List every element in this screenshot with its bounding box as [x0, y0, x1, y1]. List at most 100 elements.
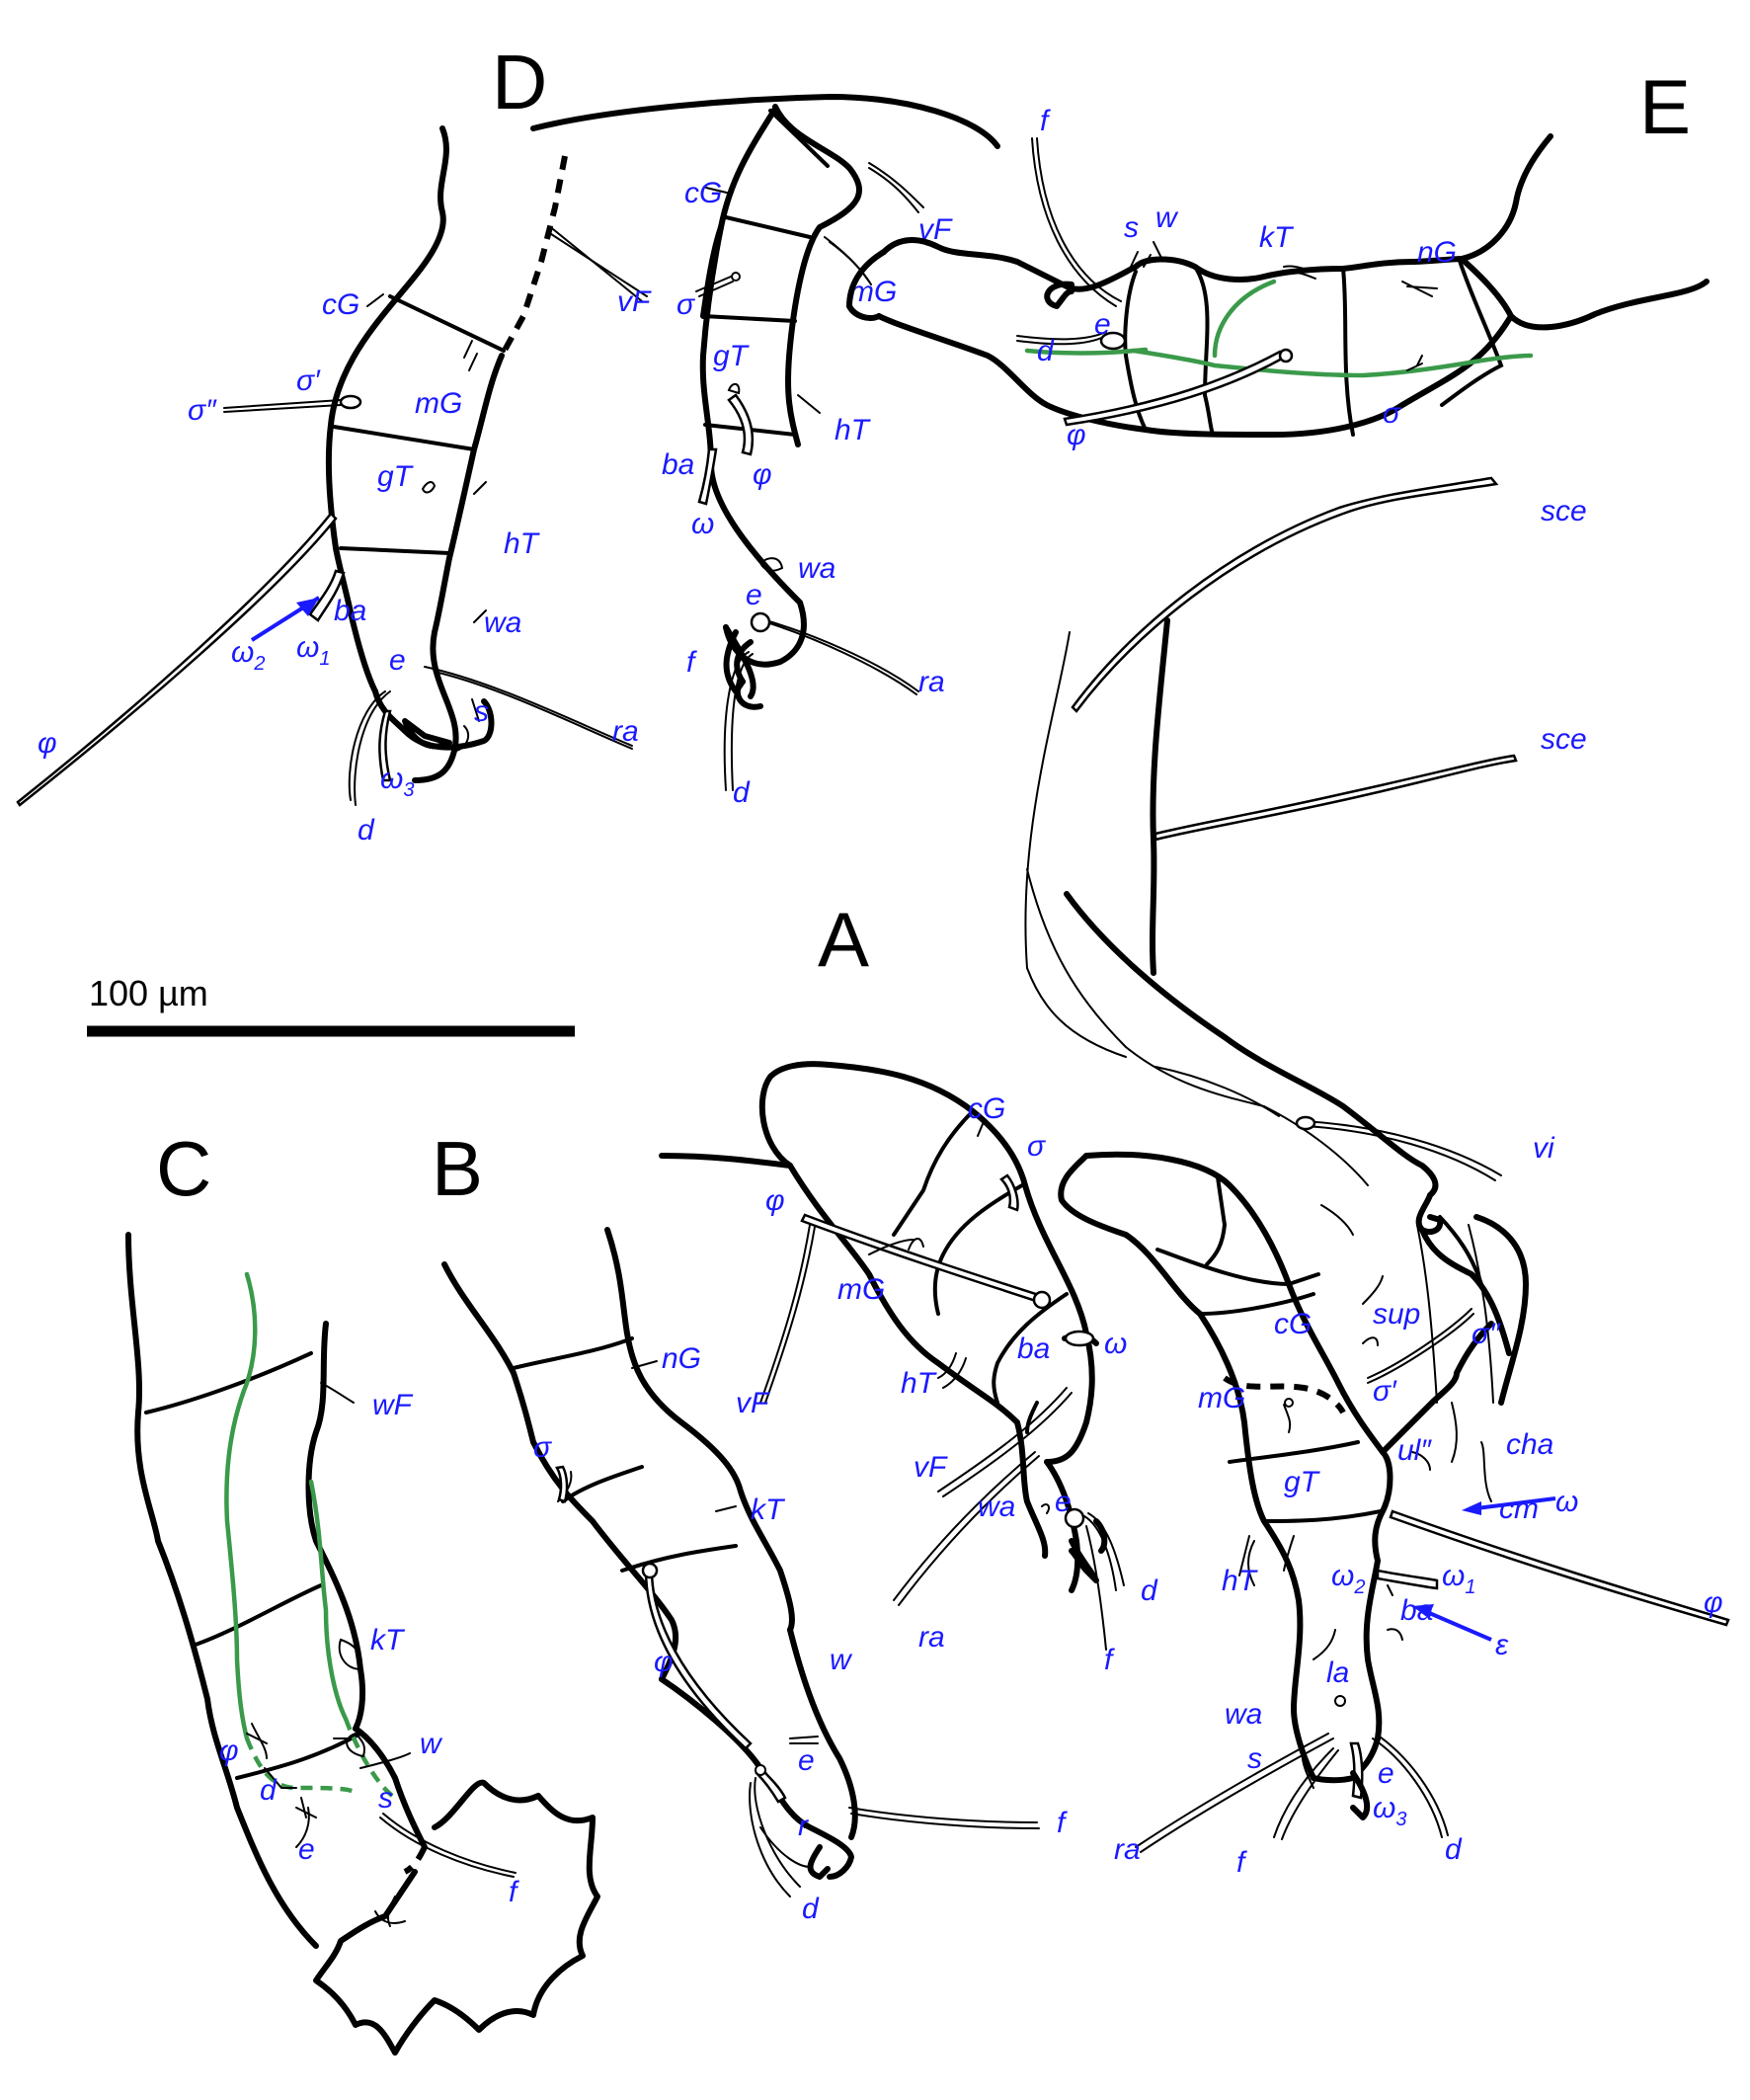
label-a2-gt: gT: [1284, 1466, 1321, 1498]
label-a1-ht: hT: [901, 1367, 938, 1400]
label-d2-sigma: σ: [676, 288, 696, 321]
label-d2-ht: hT: [835, 414, 872, 446]
panel-a-leg-1: [659, 1061, 1125, 1651]
label-a2-wa: wa: [1225, 1698, 1262, 1731]
label-a2-epsilon: ε: [1495, 1629, 1509, 1661]
panel-c-leg: [125, 1232, 600, 2056]
scale-bar: 100 µm: [87, 973, 575, 1037]
label-d2-wa: wa: [798, 552, 835, 585]
label-d-omega3: ω3: [380, 763, 415, 801]
label-d-gt: gT: [377, 460, 415, 493]
label-a1-ra: ra: [918, 1621, 945, 1654]
label-e-phi: φ: [1067, 419, 1086, 451]
panel-label-e: E: [1639, 63, 1691, 150]
label-a1-mg: mG: [837, 1273, 885, 1306]
label-d-ba: ba: [334, 595, 366, 627]
label-b-e: e: [798, 1744, 815, 1777]
label-a1-vf1: vF: [736, 1387, 770, 1419]
panel-b-labels: nG σ kT φ w e f r d: [533, 1342, 1068, 1925]
label-b-f: f: [1057, 1807, 1068, 1839]
label-c-w: w: [420, 1728, 443, 1760]
label-d2-ra: ra: [918, 666, 945, 698]
label-a1-omega: ω: [1104, 1328, 1127, 1360]
label-a1-f: f: [1104, 1644, 1115, 1676]
panel-d-labels: cG σ′ σ″ mG gT hT ba wa ω2 ω1 e s ω3 φ d…: [38, 285, 652, 847]
label-d-omega2: ω2: [231, 636, 266, 675]
label-e-e: e: [1094, 308, 1111, 341]
label-d2-ba: ba: [662, 448, 694, 481]
label-a2-cg: cG: [1274, 1308, 1312, 1340]
panel-e-labels: f s w kT nG e d σ φ: [1037, 105, 1457, 451]
label-d2-cg: cG: [684, 177, 722, 209]
panel-b-leg: [441, 1227, 1040, 1898]
label-a2-cha: cha: [1506, 1428, 1553, 1461]
scale-bar-label: 100 µm: [89, 973, 208, 1013]
label-a1-cg: cG: [968, 1092, 1005, 1125]
label-a2-ul: ul″: [1397, 1434, 1432, 1467]
panel-a-body-labels: sce sce vi: [1533, 495, 1587, 1165]
label-a2-sigma1: σ′: [1373, 1375, 1397, 1408]
panel-label-a: A: [818, 896, 869, 983]
label-a2-omega1: ω1: [1442, 1560, 1476, 1598]
label-d-s: s: [474, 695, 489, 728]
label-d-mg: mG: [415, 387, 462, 420]
label-d-wa: wa: [484, 606, 521, 639]
label-d-phi: φ: [38, 727, 57, 760]
panel-d-leg-right: [530, 94, 1000, 791]
label-a2-la: la: [1326, 1656, 1349, 1689]
panel-a-body: [1024, 476, 1518, 1356]
label-a1-sigma: σ: [1027, 1130, 1047, 1163]
label-a2-sup: sup: [1373, 1298, 1420, 1331]
panel-d-leg-left: [16, 125, 648, 807]
label-c-s: s: [378, 1782, 393, 1815]
panel-a-leg-2: [1058, 1151, 1730, 1853]
panel-a-leg-2-labels: cG sup σ″ σ′ mG ul″ cha cm ω gT φ hT ω2 …: [1114, 1298, 1723, 1879]
label-a1-ba: ba: [1017, 1333, 1050, 1365]
label-b-sigma: σ: [533, 1431, 553, 1464]
label-c-phi: φ: [219, 1735, 239, 1767]
label-c-f: f: [509, 1876, 519, 1908]
label-d-sigma2: σ″: [188, 394, 217, 427]
label-c-wf: wF: [372, 1389, 414, 1421]
label-a2-omega3: ω3: [1373, 1792, 1407, 1830]
label-a2-cm: cm: [1499, 1493, 1539, 1525]
label-b-phi: φ: [654, 1646, 674, 1678]
label-sce-1: sce: [1541, 495, 1587, 527]
label-d-ht: hT: [504, 527, 541, 560]
label-a2-omega: ω: [1555, 1486, 1578, 1518]
panel-c-labels: wF kT φ w d s e f: [219, 1389, 519, 1908]
panel-a-leg-1-labels: cG σ φ mG hT ba ω vF vF wa e ra d f: [736, 1092, 1158, 1676]
label-e-ng: nG: [1417, 236, 1457, 269]
label-a1-vf2: vF: [914, 1451, 948, 1484]
label-e-s: s: [1124, 211, 1139, 244]
panel-label-d: D: [492, 39, 547, 125]
label-d2-e: e: [746, 579, 762, 611]
label-a1-e: e: [1055, 1486, 1072, 1518]
label-d2-d: d: [733, 776, 751, 809]
label-b-ng: nG: [662, 1342, 701, 1375]
label-b-kt: kT: [751, 1494, 786, 1526]
label-d-e: e: [389, 644, 406, 677]
label-a1-wa: wa: [978, 1491, 1015, 1523]
label-d-omega1: ω1: [296, 631, 331, 670]
label-c-d: d: [260, 1774, 278, 1807]
label-a1-d: d: [1141, 1575, 1158, 1607]
label-b-w: w: [830, 1644, 853, 1676]
panel-e-leg: [846, 133, 1710, 438]
label-a2-f: f: [1236, 1846, 1247, 1879]
label-c-kt: kT: [370, 1624, 406, 1656]
label-sce-2: sce: [1541, 723, 1587, 756]
label-e-sigma: σ: [1383, 397, 1402, 430]
label-a2-mg: mG: [1198, 1382, 1245, 1414]
label-a2-sigma2: σ″: [1472, 1318, 1501, 1350]
label-a2-ba: ba: [1400, 1594, 1433, 1627]
label-b-r: r: [798, 1810, 809, 1842]
panel-label-b: B: [432, 1125, 483, 1212]
label-a2-d: d: [1445, 1833, 1463, 1866]
label-d-d: d: [358, 814, 375, 847]
label-d2-phi: φ: [753, 458, 772, 491]
label-a1-phi: φ: [765, 1184, 785, 1217]
panel-label-c: C: [156, 1125, 211, 1212]
label-a2-s: s: [1247, 1742, 1262, 1775]
